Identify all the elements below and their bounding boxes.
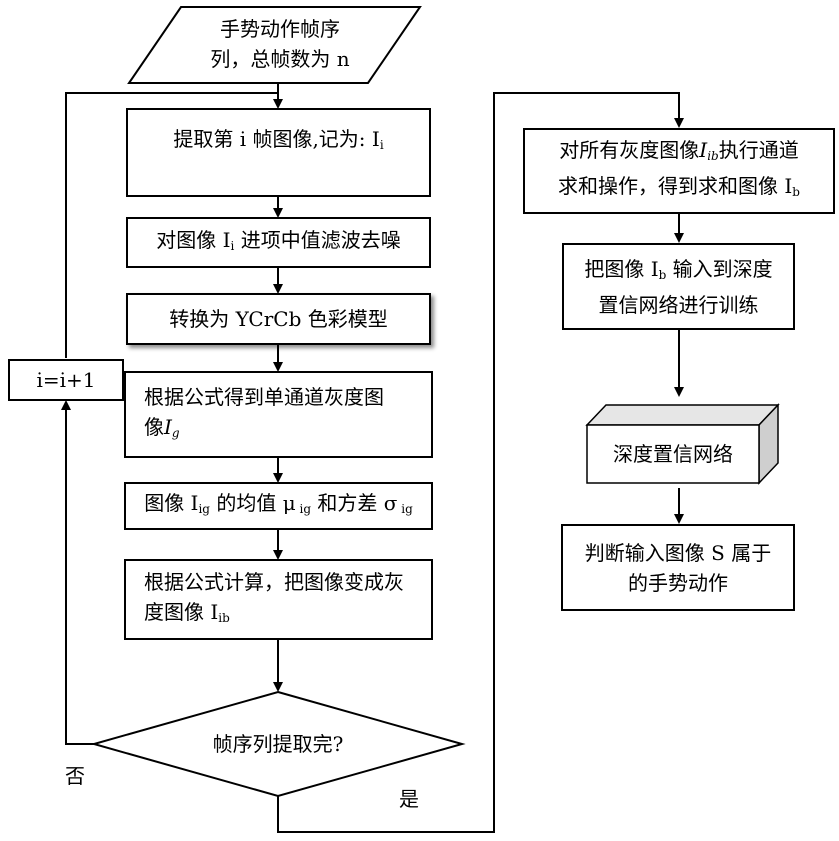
step1-box: 提取第 i 帧图像,记为: Ii: [126, 108, 431, 197]
right2-line1: 把图像 Ib 输入到深度: [584, 254, 772, 290]
step2-text: 对图像 Ii 进项中值滤波去噪: [156, 225, 400, 261]
yes-label: 是: [396, 784, 422, 814]
step5-box: 图像 Iig 的均值 μ ig 和方差 σ ig: [124, 482, 433, 530]
step6-line2: 度图像 Iib: [144, 597, 230, 633]
dbn-box-top: [587, 405, 778, 425]
step1-text: 提取第 i 帧图像,记为: Ii: [173, 124, 383, 160]
no-loop-line: [66, 402, 94, 744]
step4-line1: 根据公式得到单通道灰度图: [144, 382, 384, 412]
right2-box: 把图像 Ib 输入到深度 置信网络进行训练: [562, 243, 795, 330]
step4-box: 根据公式得到单通道灰度图 像Ig: [124, 371, 433, 458]
right1-line1: 对所有灰度图像Iib执行通道: [559, 135, 798, 171]
step2-box: 对图像 Ii 进项中值滤波去噪: [126, 217, 431, 268]
right2-line2: 置信网络进行训练: [599, 290, 759, 320]
no-label: 否: [62, 761, 88, 791]
result-box: 判断输入图像 S 属于 的手势动作: [561, 524, 795, 611]
step4-line2: 像Ig: [144, 412, 180, 448]
step3-text: 转换为 YCrCb 色彩模型: [169, 304, 388, 334]
right1-box: 对所有灰度图像Iib执行通道 求和操作，得到求和图像 Ib: [523, 128, 835, 214]
increment-text: i=i+1: [36, 365, 95, 395]
input-line1: 手势动作帧序: [150, 14, 410, 44]
step6-line1: 根据公式计算，把图像变成灰: [144, 567, 404, 597]
input-line2: 列，总帧数为 n: [150, 44, 410, 74]
decision-text: 帧序列提取完?: [178, 729, 378, 759]
result-line2: 的手势动作: [628, 568, 728, 598]
step6-box: 根据公式计算，把图像变成灰 度图像 Iib: [124, 559, 433, 640]
input-text: 手势动作帧序 列，总帧数为 n: [150, 14, 410, 74]
step5-text: 图像 Iig 的均值 μ ig 和方差 σ ig: [144, 488, 413, 524]
right1-line2: 求和操作，得到求和图像 Ib: [558, 171, 800, 207]
increment-box: i=i+1: [8, 359, 124, 401]
dbn-text: 深度置信网络: [587, 439, 759, 469]
result-line1: 判断输入图像 S 属于: [585, 538, 771, 568]
step3-box: 转换为 YCrCb 色彩模型: [126, 293, 431, 345]
